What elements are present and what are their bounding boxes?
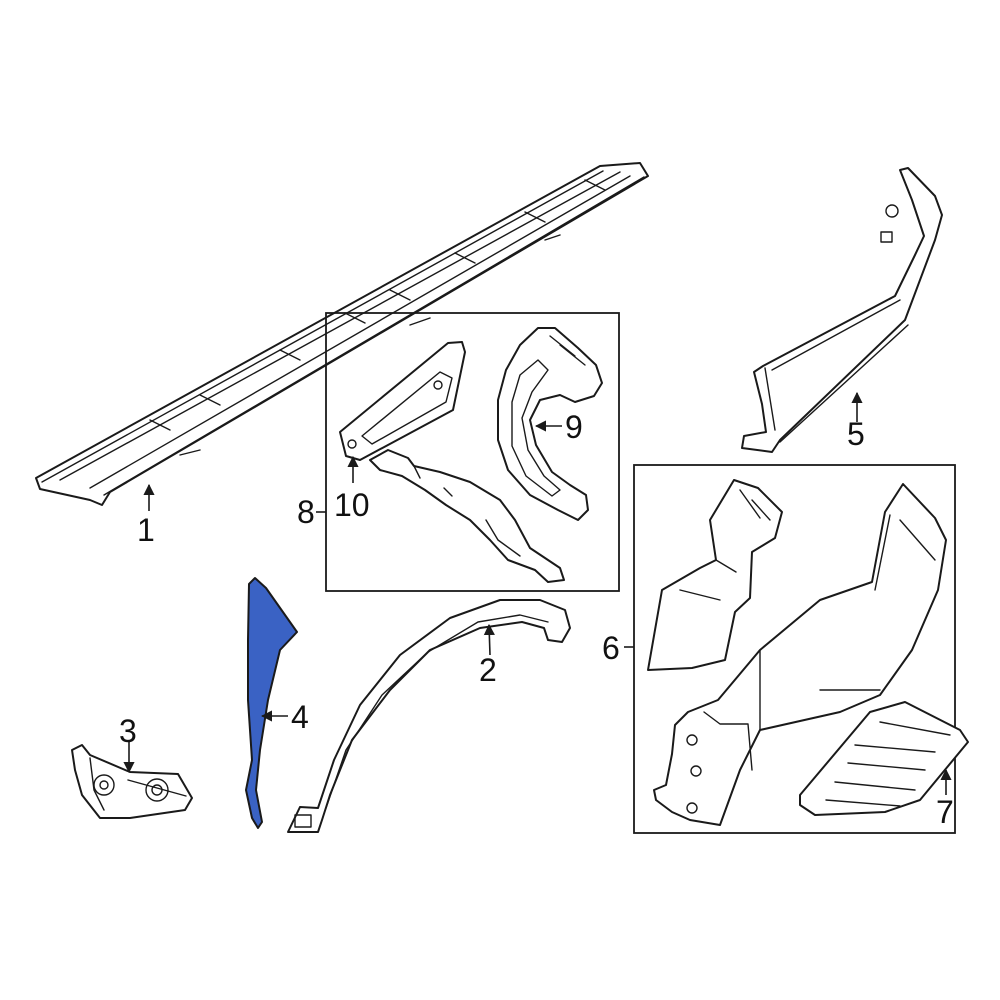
part-6-bracket[interactable] <box>647 479 783 671</box>
callout-7: 7 <box>936 794 954 830</box>
part-10-bracket[interactable] <box>339 341 466 461</box>
callout-1: 1 <box>137 512 155 548</box>
callout-2: 2 <box>479 652 497 688</box>
group-box-8 <box>325 312 620 592</box>
part-8-lower-bracket[interactable] <box>369 449 565 583</box>
part-6-wheelhouse[interactable] <box>653 483 947 826</box>
group-box-6 <box>633 464 956 834</box>
callout-3: 3 <box>119 713 137 749</box>
callout-4: 4 <box>291 699 309 735</box>
part-9-inner-bracket[interactable] <box>497 327 603 521</box>
leader-lines <box>123 391 952 795</box>
part-5-quarter-panel[interactable] <box>741 167 943 453</box>
callout-5: 5 <box>847 416 865 452</box>
callout-6: 6 <box>602 630 620 666</box>
callout-8: 8 <box>297 494 315 530</box>
part-2-wheel-flare[interactable] <box>287 599 571 833</box>
part-3-mount-bracket[interactable] <box>71 744 193 819</box>
callout-9: 9 <box>565 409 583 445</box>
part-4-filler-panel[interactable] <box>245 577 298 829</box>
part-1-running-board[interactable] <box>35 162 649 506</box>
callout-10: 10 <box>334 487 370 523</box>
